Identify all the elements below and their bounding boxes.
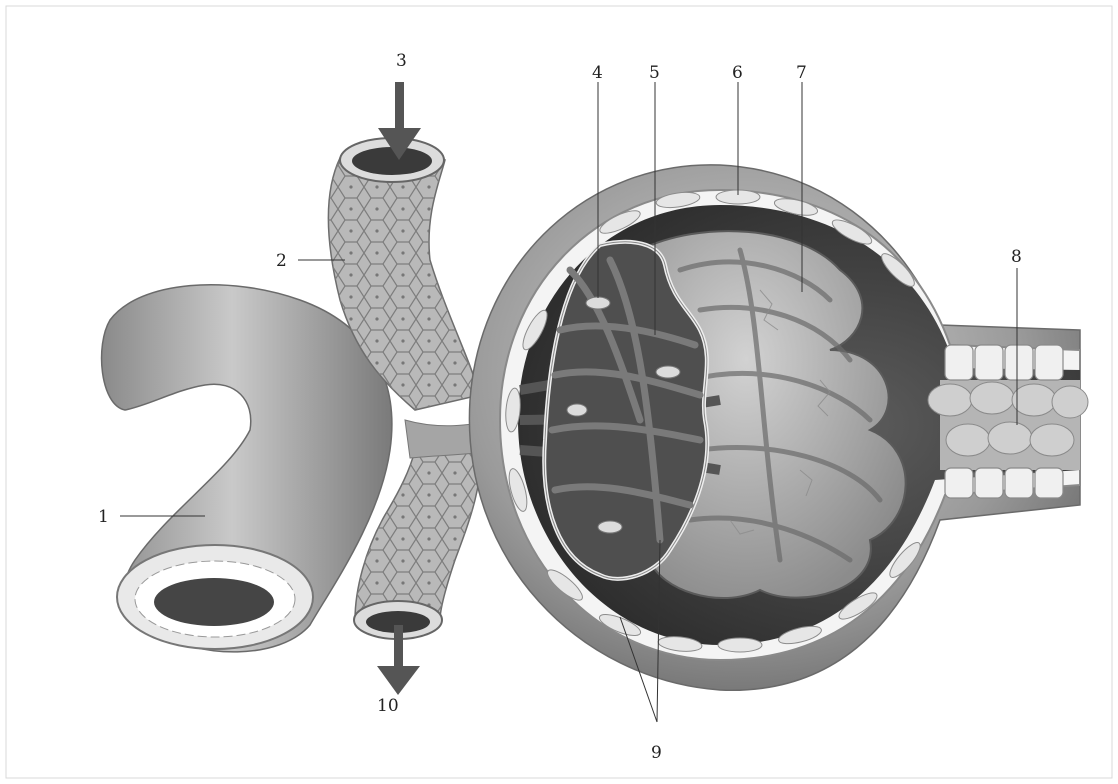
label-8: 8 xyxy=(1011,247,1022,267)
label-5: 5 xyxy=(649,63,660,83)
label-7: 7 xyxy=(796,63,807,83)
label-9: 9 xyxy=(651,743,662,763)
label-4: 4 xyxy=(592,63,603,83)
label-10: 10 xyxy=(377,696,399,716)
label-1: 1 xyxy=(98,507,109,527)
proximal-tubule xyxy=(102,285,392,652)
label-3: 3 xyxy=(396,51,407,71)
label-6: 6 xyxy=(732,63,743,83)
label-2: 2 xyxy=(276,251,287,271)
